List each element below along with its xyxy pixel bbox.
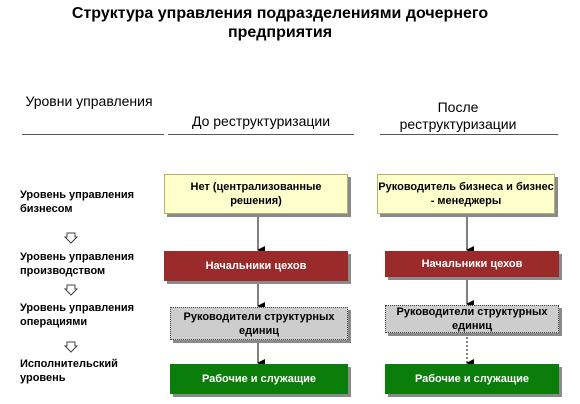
level-label-operations: Уровень управления операциями — [20, 302, 135, 328]
level-label-business: Уровень управления бизнесом — [20, 189, 135, 215]
level-label-executive: Исполнительский уровень — [20, 358, 118, 384]
header-levels-rule — [22, 134, 164, 135]
before-operations-box: Руководители структурных единиц — [170, 307, 348, 340]
after-production-box: Начальники цехов — [385, 251, 559, 277]
header-levels: Уровни управления — [25, 93, 153, 109]
down-arrow-icon — [64, 284, 78, 296]
down-arrow-icon — [64, 341, 78, 353]
before-business-box: Нет (централизованные решения) — [164, 174, 348, 214]
down-arrow-icon — [64, 232, 78, 244]
header-before-rule — [168, 134, 354, 135]
before-production-box: Начальники цехов — [164, 251, 348, 281]
before-executive-box: Рабочие и служащие — [170, 364, 348, 394]
after-operations-box: Руководители структурных единиц — [385, 305, 559, 333]
header-after-rule — [380, 134, 558, 135]
header-before: До реструктуризации — [191, 113, 331, 129]
level-label-production: Уровень управления производством — [20, 251, 135, 277]
after-business-box: Руководитель бизнеса и бизнес - менеджер… — [377, 174, 555, 214]
diagram-title: Структура управления подразделениями доч… — [71, 5, 489, 41]
header-after: После реструктуризации — [399, 99, 517, 132]
after-executive-box: Рабочие и служащие — [385, 364, 559, 394]
